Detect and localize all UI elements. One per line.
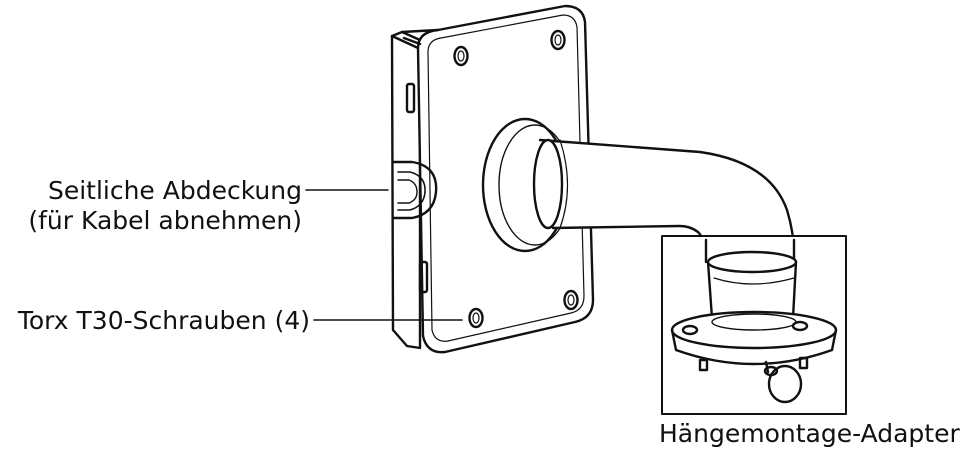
pendant-adapter <box>661 235 847 415</box>
side-cover <box>391 160 438 220</box>
bracket-arm <box>481 117 796 264</box>
torx-screw-holes <box>453 29 579 329</box>
side-cover-label: Seitliche Abdeckung (für Kabel abnehmen) <box>12 176 302 236</box>
side-slots <box>405 82 429 294</box>
torx-screws-label: Torx T30-Schrauben (4) <box>17 306 310 335</box>
side-cover-label-line1: Seitliche Abdeckung <box>47 176 302 205</box>
pendant-adapter-label: Hängemontage-Adapter <box>659 419 960 448</box>
side-cover-label-line2: (für Kabel abnehmen) <box>28 206 302 235</box>
leader-lines <box>305 189 463 321</box>
